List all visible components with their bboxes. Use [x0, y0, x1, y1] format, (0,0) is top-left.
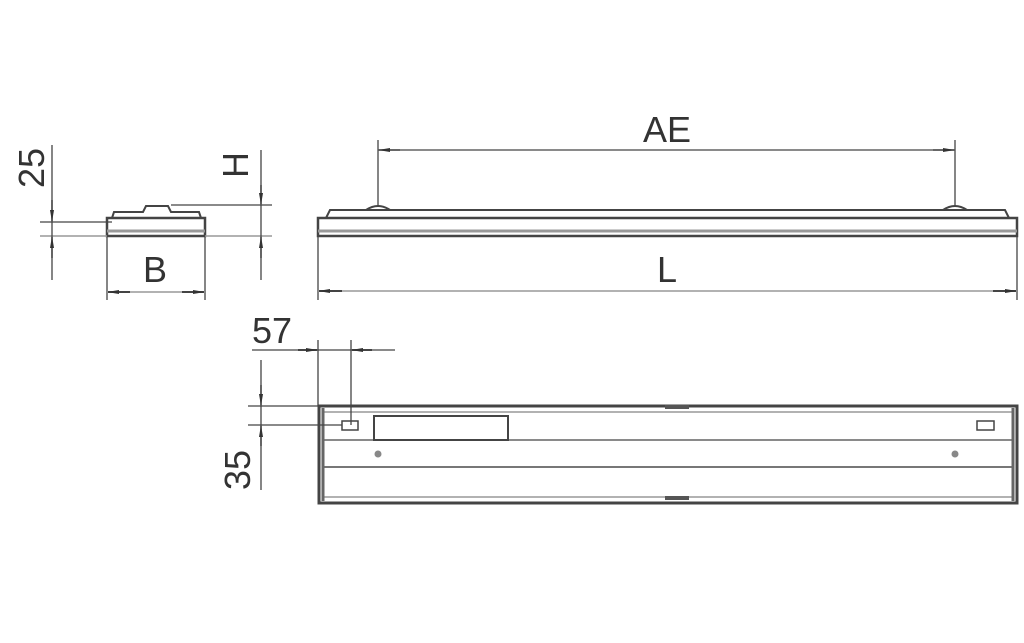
dimension-35: 35 [217, 360, 342, 490]
dimension-l: L [317, 236, 1018, 300]
side-view [316, 205, 1019, 238]
dimension-h: H [171, 150, 272, 280]
label-57: 57 [252, 310, 292, 351]
plan-view [317, 404, 1019, 505]
label-35: 35 [217, 450, 258, 490]
dimension-b: B [106, 236, 206, 300]
label-25: 25 [11, 148, 52, 188]
dimension-57: 57 [252, 310, 395, 425]
label-h: H [215, 152, 256, 178]
label-b: B [143, 249, 167, 290]
dimension-25: 25 [11, 145, 112, 280]
label-l: L [657, 249, 677, 290]
label-ae: AE [643, 109, 691, 150]
end-view [105, 205, 207, 238]
dimension-ae: AE [377, 109, 956, 206]
